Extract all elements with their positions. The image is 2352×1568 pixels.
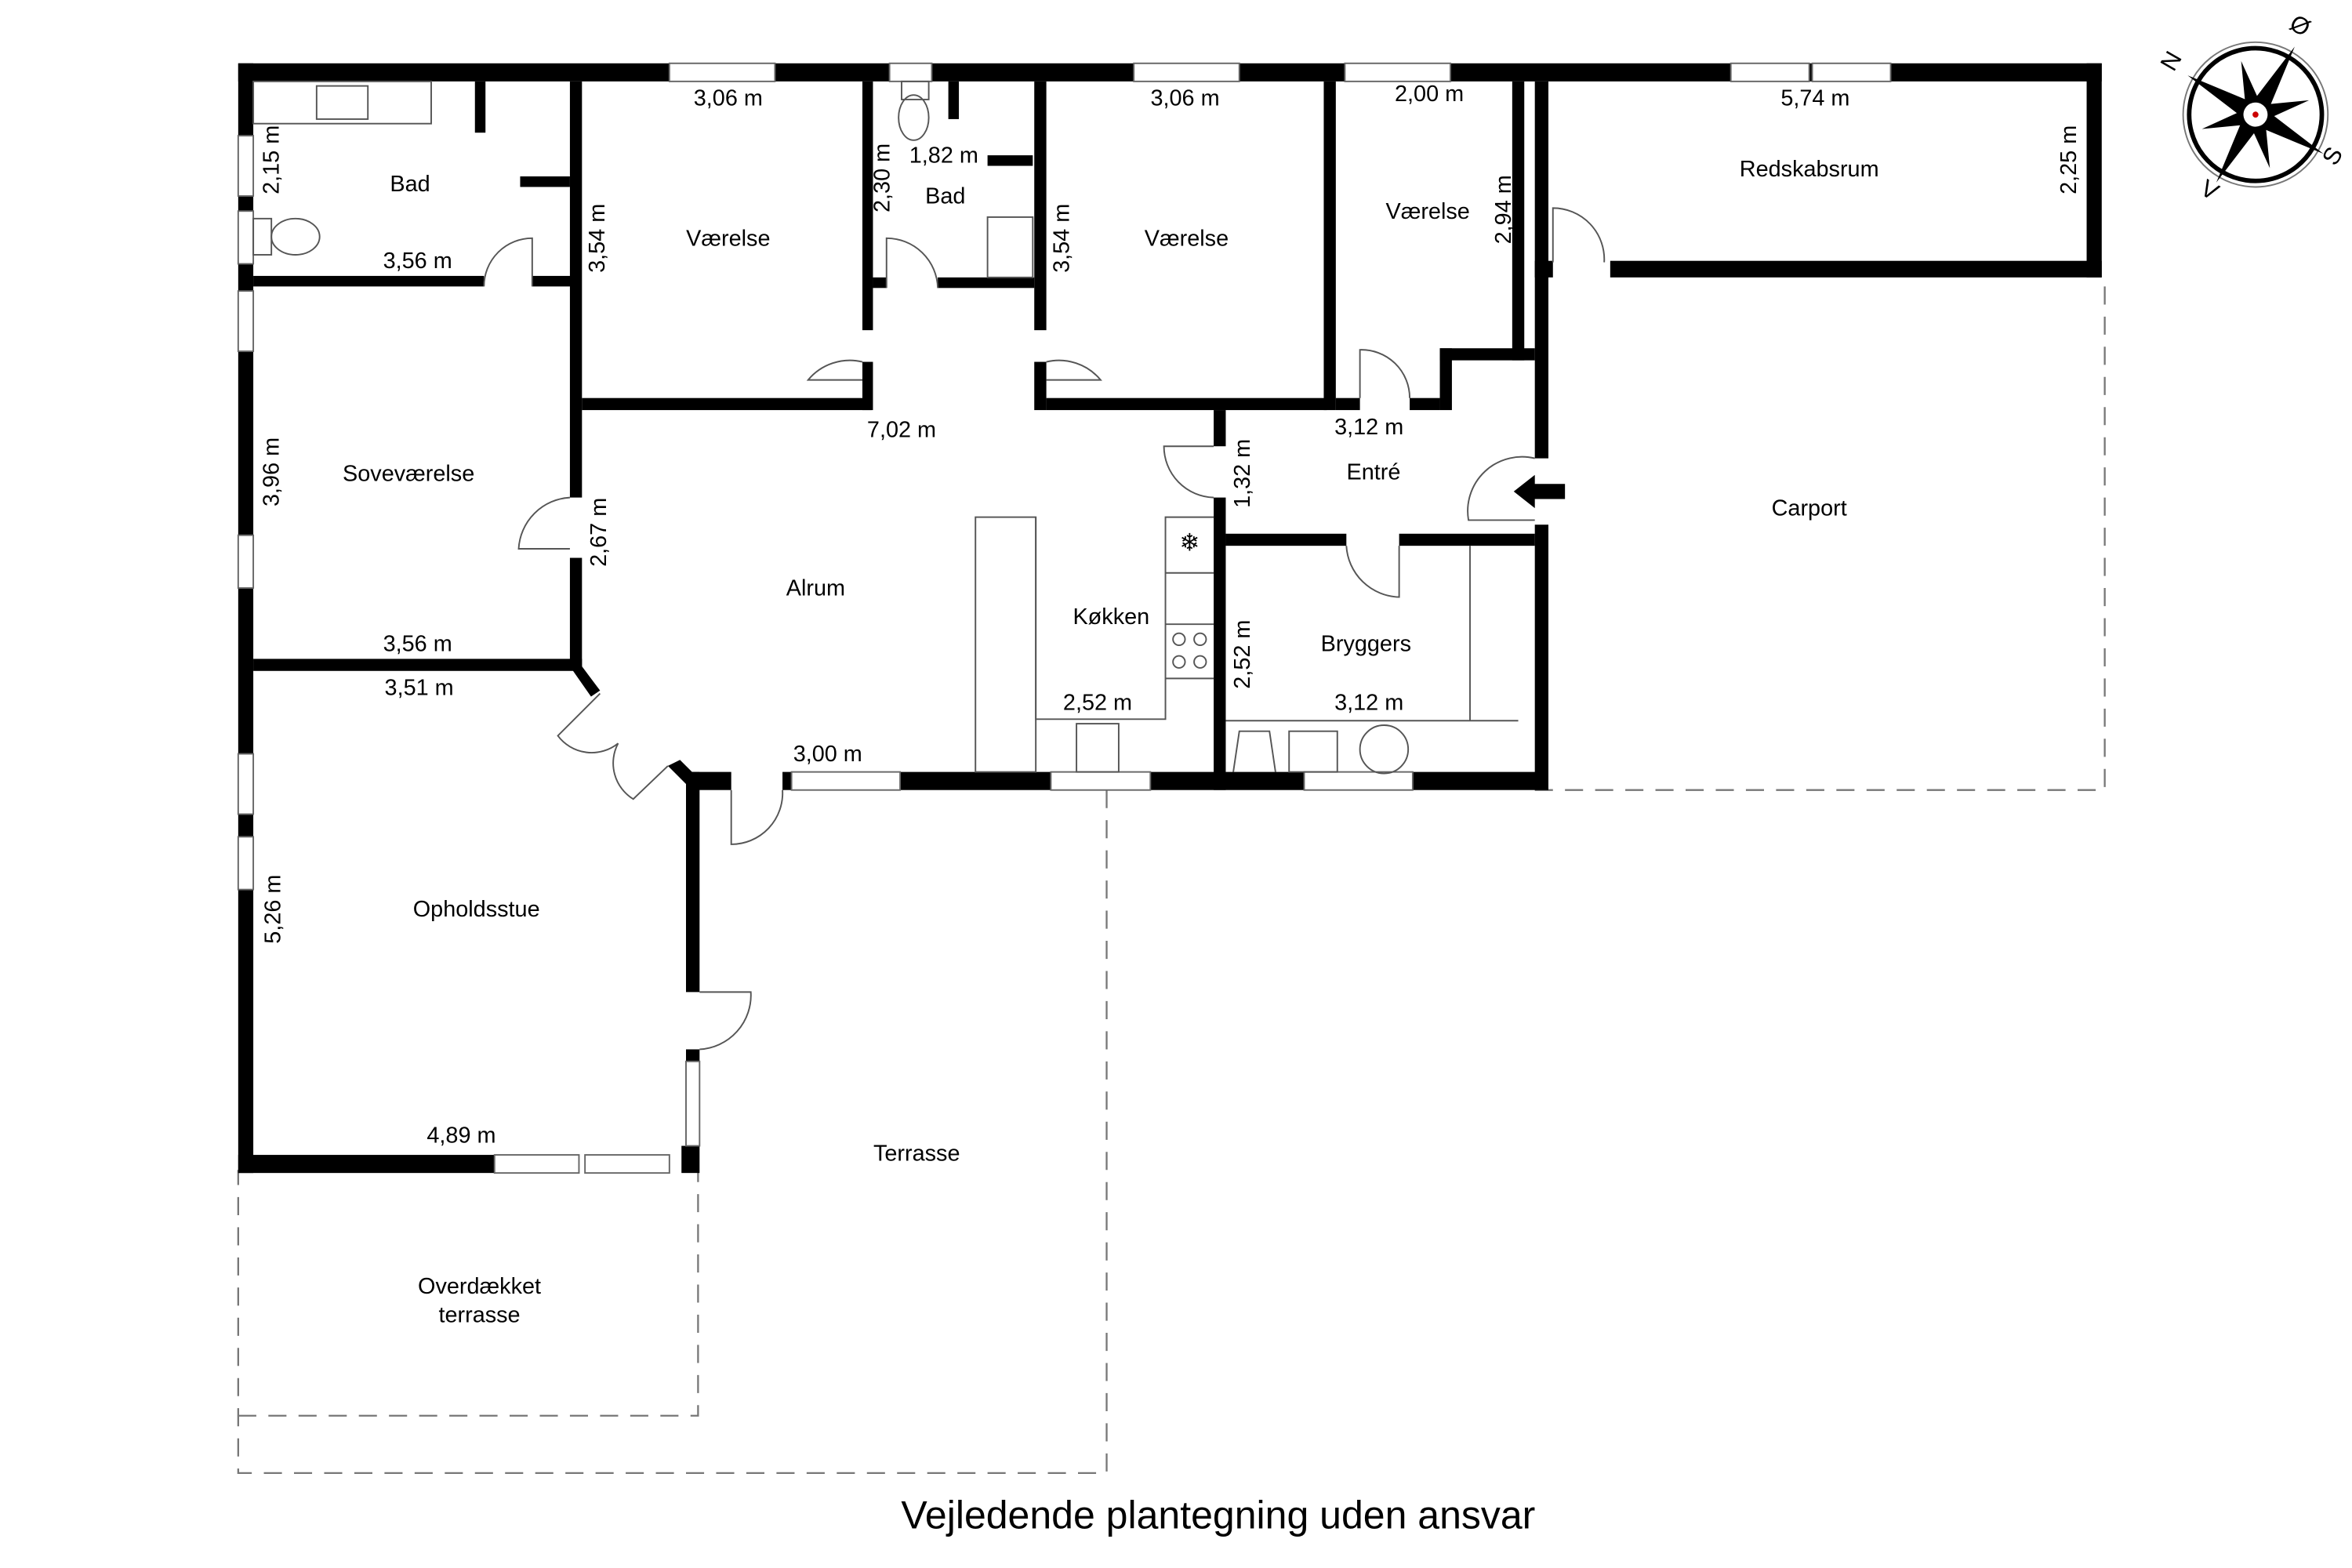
room-entre: Entré [1346, 459, 1400, 485]
disclaimer-caption: Vejledende plantegning uden ansvar [901, 1494, 1535, 1537]
room-bad-1: Bad [390, 172, 430, 197]
room-terrasse: Terrasse [873, 1142, 960, 1167]
compass-label-n: N [2154, 46, 2187, 75]
dim-vaerelse1-height: 3,54 m [585, 204, 610, 273]
room-bryggers: Bryggers [1321, 632, 1411, 657]
room-overdaekket-line2: terrasse [438, 1302, 520, 1327]
dim-vaerelse3-height: 2,94 m [1491, 175, 1516, 244]
dim-alrum-bottom: 3,00 m [793, 742, 862, 767]
dimension-labels: 3,56 m 2,15 m 3,06 m 3,54 m 1,82 m 2,30 … [260, 82, 2082, 1149]
dim-alrum-height: 2,67 m [586, 498, 612, 567]
compass-label-v: V [2196, 174, 2224, 206]
dim-koekken-width: 2,52 m [1063, 691, 1132, 716]
room-alrum: Alrum [786, 576, 845, 601]
dim-vaerelse2-height: 3,54 m [1049, 204, 1074, 273]
dim-redskabsrum-width: 5,74 m [1780, 86, 1849, 111]
fixtures: ❄ [252, 80, 1519, 775]
room-vaerelse-3: Værelse [1385, 199, 1469, 224]
dim-opholdsstue-height: 5,26 m [261, 875, 286, 944]
dim-vaerelse3-width: 2,00 m [1395, 82, 1464, 107]
entrance-arrow-icon [1513, 474, 1566, 509]
compass-icon [2182, 41, 2329, 188]
room-opholdsstue: Opholdsstue [413, 897, 540, 922]
dim-opholdsstue-top: 3,51 m [385, 675, 454, 700]
room-vaerelse-2: Værelse [1145, 226, 1229, 251]
room-labels: Bad Værelse Bad Værelse Værelse Redskabs… [343, 157, 1879, 1328]
dim-entre-height: 1,32 m [1230, 439, 1255, 508]
dim-bad1-width: 3,56 m [383, 249, 452, 274]
dim-vaerelse1-width: 3,06 m [694, 86, 763, 111]
dim-sovevaerelse-width: 3,56 m [383, 632, 452, 657]
room-overdaekket-line1: Overdækket [418, 1274, 541, 1299]
dim-sovevaerelse-height: 3,96 m [260, 437, 285, 506]
dim-vaerelse2-width: 3,06 m [1150, 86, 1219, 111]
compass-label-s: S [2317, 142, 2349, 169]
room-carport: Carport [1772, 496, 1847, 521]
doors [483, 207, 1606, 1051]
dim-entre-width: 3,12 m [1334, 415, 1403, 440]
outdoor-outlines [237, 274, 2106, 1474]
room-koekken: Køkken [1073, 604, 1149, 630]
room-redskabsrum: Redskabsrum [1740, 157, 1879, 182]
dim-opholdsstue-width: 4,89 m [426, 1123, 495, 1149]
compass-label-o: Ø [2285, 9, 2315, 42]
dim-hall-width: 7,02 m [867, 418, 936, 443]
dim-bryggers-width: 3,12 m [1334, 691, 1403, 716]
dim-bad2-height: 2,30 m [870, 143, 895, 212]
room-vaerelse-1: Værelse [686, 226, 770, 251]
room-bad-2: Bad [925, 184, 965, 209]
room-sovevaerelse: Soveværelse [343, 461, 474, 486]
dim-bad1-height: 2,15 m [260, 125, 285, 194]
dim-bryggers-height: 2,52 m [1230, 620, 1255, 689]
freezer-icon: ❄ [1179, 528, 1200, 556]
dim-redskabsrum-height: 2,25 m [2056, 125, 2082, 194]
windows [237, 62, 1892, 1174]
dim-bad2-width: 1,82 m [909, 143, 978, 169]
